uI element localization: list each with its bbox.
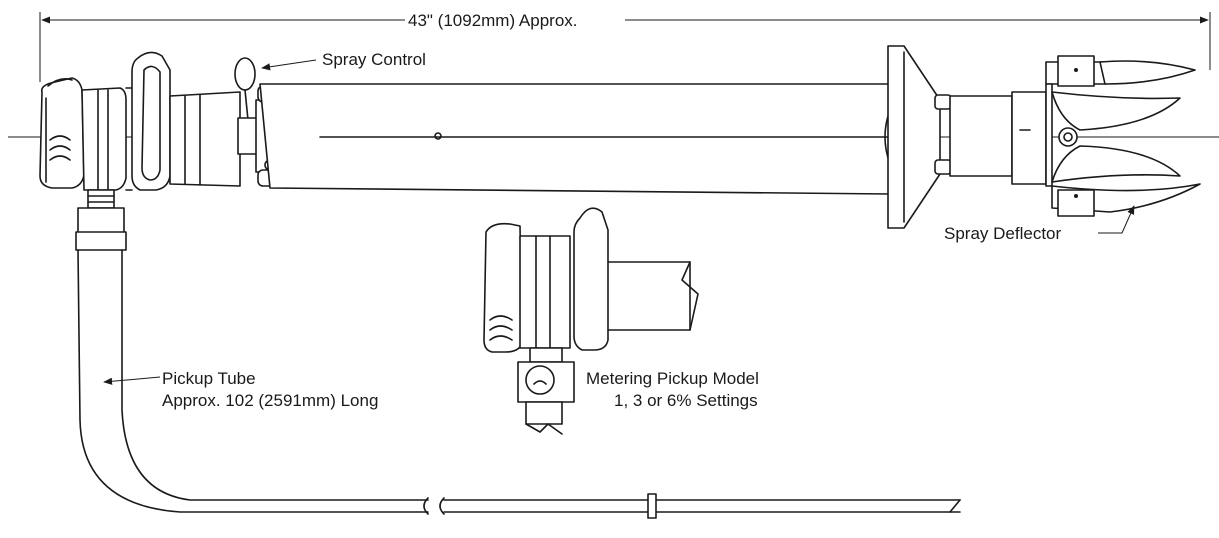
leaders [103, 59, 1135, 385]
deflector-flange [887, 45, 941, 229]
long-barrel [259, 83, 891, 195]
spray-deflector-label: Spray Deflector [944, 224, 1061, 243]
spray-deflector [1045, 55, 1201, 217]
spray-control-label: Spray Control [322, 50, 426, 69]
overall-length-label: 43" (1092mm) Approx. [408, 11, 578, 30]
pickup-tube-length-label: Approx. 102 (2591mm) Long [162, 391, 378, 410]
pickup-tube [75, 189, 961, 519]
coupling-body [81, 87, 127, 191]
pickup-tube-label: Pickup Tube [162, 369, 256, 388]
nozzle-assembly [39, 45, 1201, 229]
metering-pickup-label: Metering Pickup Model [586, 369, 759, 388]
overall-dimension: 43" (1092mm) Approx. [39, 11, 1211, 82]
metering-pickup-detail [483, 207, 699, 435]
metering-settings-label: 1, 3 or 6% Settings [614, 391, 758, 410]
body-barrel [169, 91, 241, 187]
